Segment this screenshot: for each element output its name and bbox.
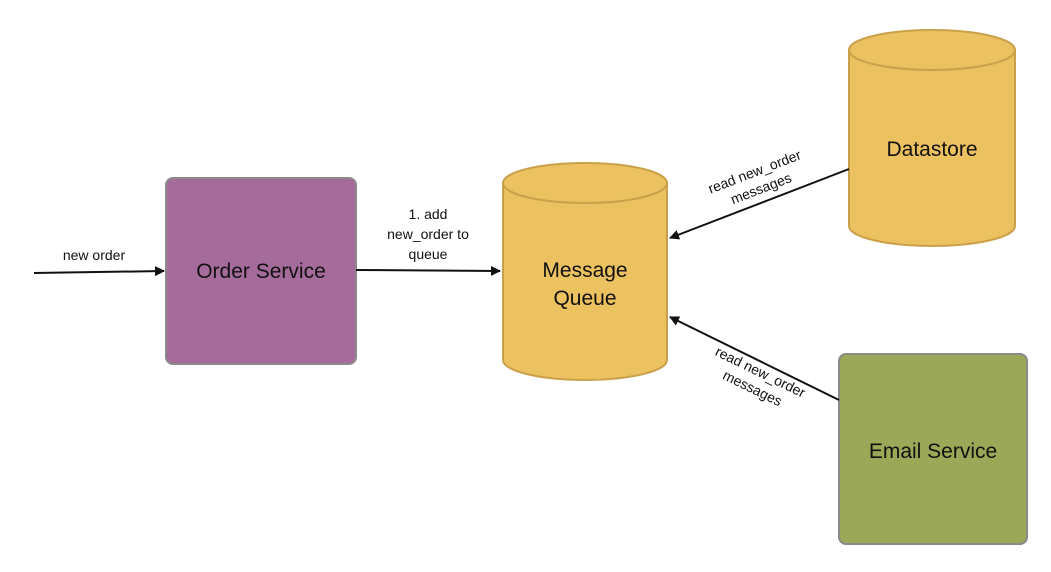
email-read-arrow [669, 316, 840, 401]
datastore-node: Datastore [848, 29, 1016, 247]
add-to-queue-edge: 1. add new_order to queue [355, 206, 501, 276]
add-to-queue-label-line1: 1. add [409, 206, 448, 222]
datastore-read-edge: read new_order messages [669, 146, 850, 240]
order-service-node: Order Service [165, 177, 357, 365]
datastore-top [848, 29, 1016, 71]
order-service-label: Order Service [196, 260, 326, 283]
email-service-box [838, 353, 1028, 545]
add-to-queue-label-line3: queue [409, 246, 448, 262]
email-service-label: Email Service [869, 440, 997, 463]
email-read-edge: read new_order messages [669, 316, 840, 409]
email-service-node: Email Service [838, 353, 1028, 545]
message-queue-body [502, 182, 668, 381]
datastore-body [848, 49, 1016, 247]
new-order-edge: new order [33, 247, 165, 277]
message-queue-label-line2: Queue [553, 287, 616, 310]
new-order-label: new order [63, 247, 126, 263]
add-to-queue-label-line2: new_order to [387, 226, 469, 242]
add-to-queue-arrow [355, 265, 501, 276]
new-order-arrow [33, 266, 165, 277]
datastore-read-arrow [669, 168, 850, 240]
datastore-label: Datastore [886, 138, 977, 161]
message-queue-node: Message Queue [502, 162, 668, 381]
message-queue-top [502, 162, 668, 204]
message-queue-label-line1: Message [542, 259, 627, 282]
